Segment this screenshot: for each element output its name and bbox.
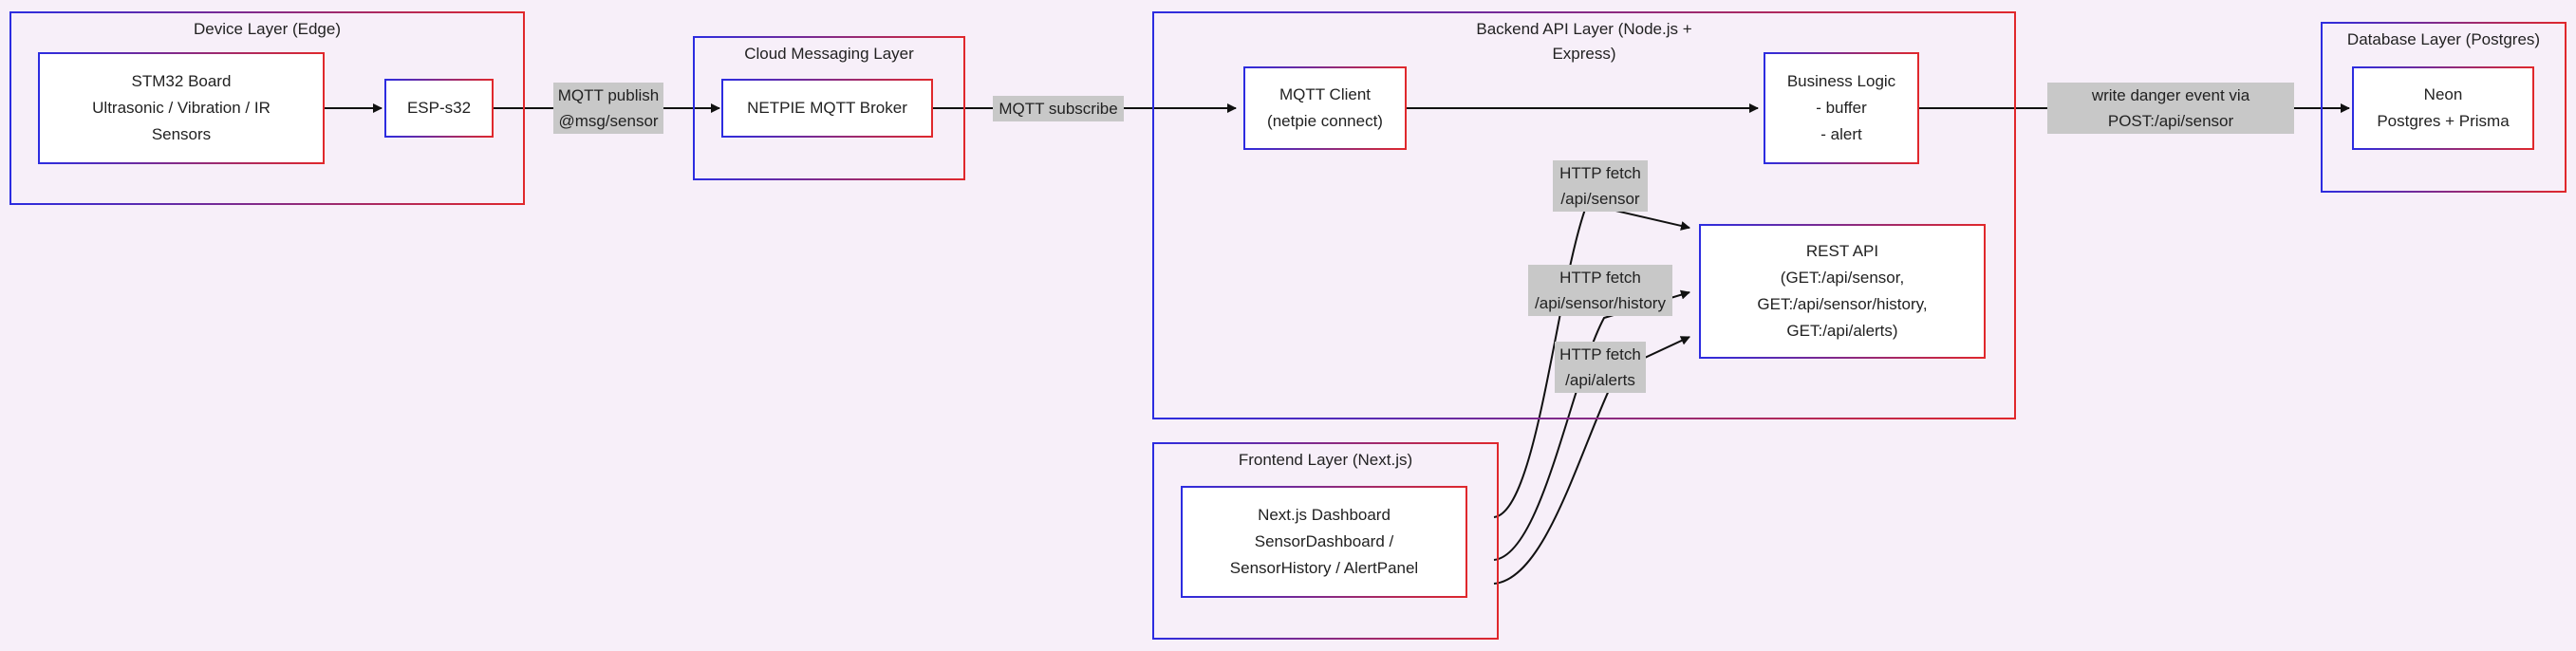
node-text: NETPIE MQTT Broker [747, 99, 907, 117]
edge-label-line: MQTT publish [557, 86, 660, 104]
edge-label-fetch-history: HTTP fetch /api/sensor/history [1528, 265, 1672, 316]
node-text: STM32 Board [131, 72, 232, 90]
node-text: Business Logic [1786, 72, 1896, 90]
netpie-broker-node[interactable]: NETPIE MQTT Broker [721, 79, 933, 138]
node-text: ESP-s32 [406, 99, 472, 117]
neon-postgres-node[interactable]: Neon Postgres + Prisma [2352, 66, 2534, 150]
database-layer-title: Database Layer (Postgres) [2346, 30, 2541, 48]
cloud-layer-title: Cloud Messaging Layer [744, 45, 914, 63]
edge-label-line: /api/alerts [1565, 371, 1635, 389]
backend-layer-title: Backend API Layer (Node.js + Express) [1154, 17, 2014, 66]
node-text: REST API [1805, 242, 1879, 260]
edge-label-line: HTTP fetch [1559, 269, 1641, 287]
edge-label-line: write danger event via [2091, 86, 2250, 104]
node-text: SensorDashboard / [1254, 532, 1394, 550]
edge-label-line: @msg/sensor [558, 112, 659, 130]
backend-layer-title-line: Express) [1552, 45, 1616, 63]
esp32-node[interactable]: ESP-s32 [384, 79, 494, 138]
nextjs-dashboard-node[interactable]: Next.js Dashboard SensorDashboard / Sens… [1181, 486, 1467, 598]
business-logic-node[interactable]: Business Logic - buffer - alert [1764, 52, 1919, 164]
edge-label-fetch-alerts: HTTP fetch /api/alerts [1555, 342, 1646, 393]
node-text: - alert [1820, 125, 1862, 143]
edge-label-line: HTTP fetch [1559, 164, 1641, 182]
edge-label-fetch-sensor: HTTP fetch /api/sensor [1553, 160, 1648, 212]
frontend-layer-title: Frontend Layer (Next.js) [1238, 451, 1413, 469]
node-text: GET:/api/alerts) [1786, 322, 1898, 340]
node-text: SensorHistory / AlertPanel [1229, 559, 1419, 577]
node-text: Next.js Dashboard [1258, 506, 1391, 524]
mqtt-client-node[interactable]: MQTT Client (netpie connect) [1243, 66, 1407, 150]
node-text: Postgres + Prisma [2377, 112, 2510, 130]
edge-label-mqtt-subscribe: MQTT subscribe [993, 96, 1124, 121]
node-text: Neon [2423, 85, 2463, 103]
node-text: - buffer [1816, 99, 1867, 117]
node-text: Ultrasonic / Vibration / IR [92, 99, 271, 117]
edge-label-line: /api/sensor/history [1535, 294, 1666, 312]
edge-label-write-danger: write danger event via POST:/api/sensor [2047, 83, 2294, 134]
node-text: MQTT Client [1279, 85, 1372, 103]
node-text: (netpie connect) [1267, 112, 1383, 130]
node-text: (GET:/api/sensor, [1780, 269, 1905, 287]
node-text: GET:/api/sensor/history, [1757, 295, 1928, 313]
stm32-board-node[interactable]: STM32 Board Ultrasonic / Vibration / IR … [38, 52, 325, 164]
node-text: Sensors [151, 125, 212, 143]
edge-label-line: POST:/api/sensor [2107, 112, 2234, 130]
edge-label-mqtt-publish: MQTT publish @msg/sensor [553, 83, 663, 134]
rest-api-node[interactable]: REST API (GET:/api/sensor, GET:/api/sens… [1699, 224, 1986, 359]
edge-label-line: MQTT subscribe [999, 100, 1118, 118]
edge-label-line: HTTP fetch [1559, 345, 1641, 363]
backend-layer-title-line: Backend API Layer (Node.js + [1476, 20, 1692, 38]
device-layer-title: Device Layer (Edge) [194, 20, 341, 38]
edge-label-line: /api/sensor [1560, 190, 1640, 208]
